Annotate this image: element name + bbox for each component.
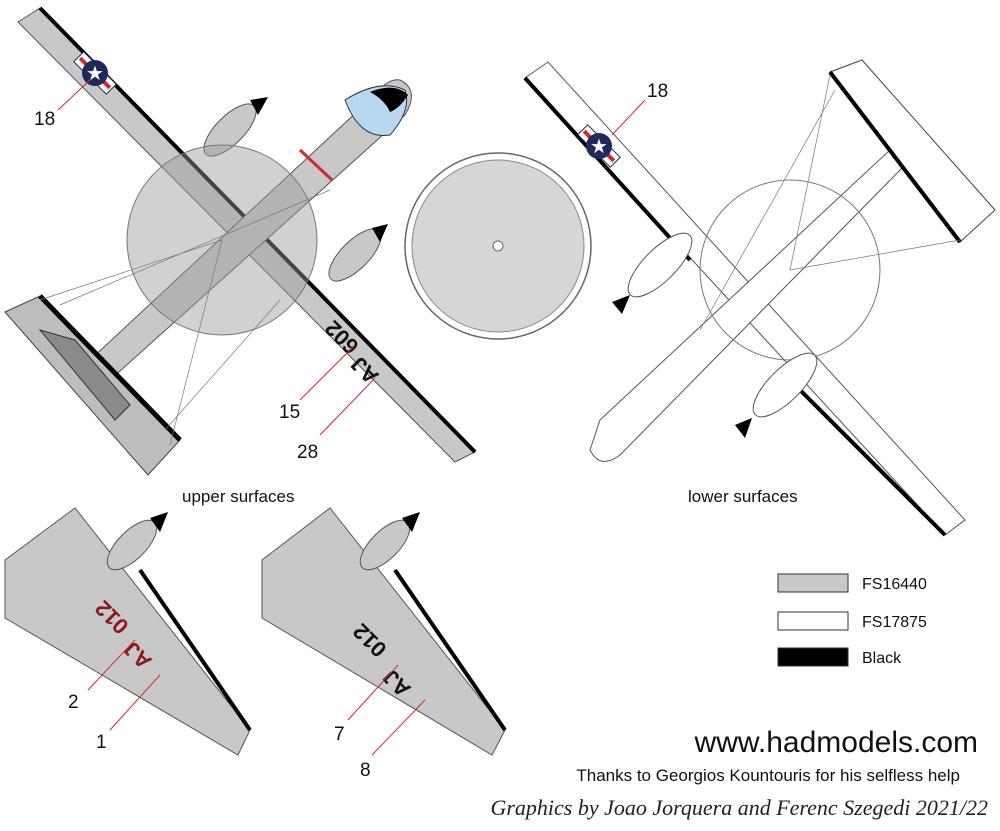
legend-swatch-black	[777, 647, 849, 667]
callout-line-7	[347, 664, 399, 721]
upper-surfaces-view: ★ 602 AJ 18 15 28 upper surfaces	[4, 6, 477, 506]
graphics-credit: Graphics by Joao Jorquera and Ferenc Sze…	[490, 795, 988, 820]
upper-tail-center	[38, 329, 131, 421]
svg-text:★: ★	[86, 61, 104, 85]
upper-radome-struts	[39, 189, 331, 446]
thanks-note: Thanks to Georgios Kountouris for his se…	[576, 766, 960, 785]
upper-insignia: ★	[73, 51, 117, 95]
callout-line-2	[87, 639, 136, 691]
callout-line-15	[299, 344, 356, 401]
callout-line-8	[371, 699, 426, 756]
callout-28: 28	[297, 442, 318, 463]
callout-line-1	[109, 674, 161, 731]
wing-detail-a: 012 AJ 2 1	[4, 507, 252, 756]
upper-surfaces-label: upper surfaces	[182, 487, 294, 506]
upper-cockpit-antiglare	[370, 87, 408, 112]
radome-center-hole	[492, 240, 504, 252]
color-legend: FS16440 FS17875 Black	[777, 573, 927, 667]
wing-a-spinner	[150, 512, 168, 532]
lower-nacelle-right	[752, 352, 818, 418]
legend-label-fs16440: FS16440	[862, 576, 927, 593]
lower-radome-struts	[699, 74, 961, 331]
callout-18-lower: 18	[647, 81, 668, 102]
wing-a-surface	[4, 507, 251, 756]
svg-text:★: ★	[590, 134, 608, 158]
legend-label-black: Black	[862, 650, 902, 667]
callout-line-18-upper	[57, 79, 91, 111]
callout-18-upper: 18	[34, 109, 55, 130]
callout-1: 1	[96, 732, 107, 753]
lower-spinner-left	[612, 295, 630, 314]
callout-line-28	[319, 377, 376, 436]
callout-line-18-lower	[611, 99, 646, 136]
upper-spinner-left	[250, 97, 268, 115]
lower-wing-leading-edge-2	[788, 378, 947, 537]
wing-b-spinner	[402, 512, 420, 532]
lower-spinner-right	[735, 418, 752, 438]
lower-surfaces-label: lower surfaces	[688, 487, 798, 506]
callout-2: 2	[68, 692, 79, 713]
legend-swatch-fs17875	[777, 611, 849, 631]
lower-nacelle-left	[627, 232, 693, 298]
upper-fuselage-red-line	[298, 148, 334, 182]
wing-b-leading-edge	[393, 568, 507, 732]
wing-detail-b: 012 AJ 7 8	[261, 507, 507, 781]
lower-insignia: ★	[577, 124, 621, 168]
radome-disc	[404, 152, 592, 340]
upper-tailplane-black-edge	[38, 294, 182, 442]
lower-wing-leading-edge-1	[523, 76, 692, 262]
lower-tailplane-black-edge	[828, 70, 962, 244]
callout-8: 8	[360, 760, 371, 781]
wing-b-surface	[261, 507, 506, 756]
legend-swatch-fs16440	[777, 573, 849, 593]
lower-surfaces-view: ★ 18 lower surfaces	[523, 59, 996, 537]
legend-label-fs17875: FS17875	[862, 614, 927, 631]
upper-spinner-right	[372, 224, 388, 242]
wing-a-leading-edge	[138, 568, 252, 732]
callout-7: 7	[334, 724, 345, 745]
website-url: www.hadmodels.com	[694, 726, 978, 759]
callout-15: 15	[279, 402, 300, 423]
